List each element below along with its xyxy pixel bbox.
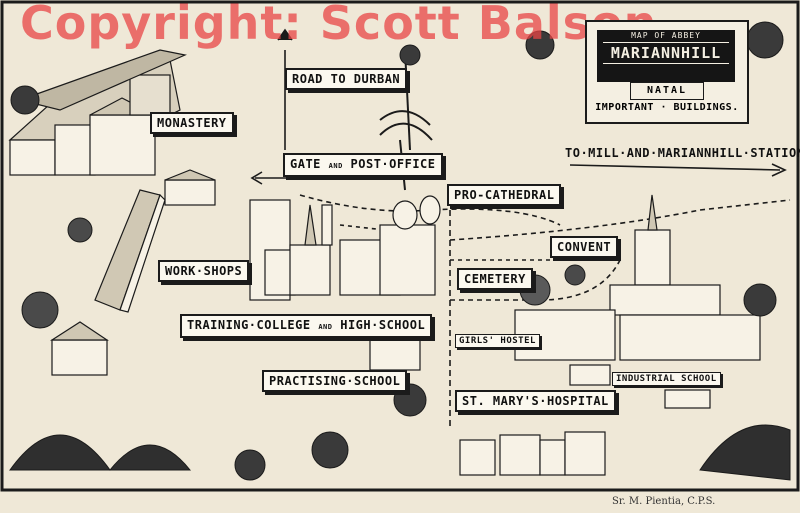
title-region: NATAL xyxy=(630,82,704,100)
label-training-and: AND xyxy=(318,323,333,331)
monastery-buildings xyxy=(8,49,216,206)
vegetation xyxy=(9,21,791,481)
label-girls-hostel: GIRLS' HOSTEL xyxy=(455,334,540,348)
label-and: AND xyxy=(328,162,343,170)
dashed-path-east xyxy=(449,199,791,241)
mill-road xyxy=(569,164,781,171)
title-banner: MAP OF ABBEY MARIANNHILL xyxy=(597,30,735,82)
mill-road-arrow xyxy=(771,163,787,177)
workshops-building xyxy=(94,189,166,313)
training-college-buildings xyxy=(249,195,441,301)
lower-left-house xyxy=(49,321,109,376)
gate-road-arrow xyxy=(250,171,263,185)
label-practising-school: PRACTISING·SCHOOL xyxy=(262,370,408,392)
title-main: MARIANNHILL xyxy=(603,42,729,64)
road-to-durban-arrow xyxy=(277,28,293,41)
label-post-office: POST·OFFICE xyxy=(350,157,436,171)
label-convent: CONVENT xyxy=(550,236,619,258)
label-industrial-school: INDUSTRIAL SCHOOL xyxy=(612,372,721,386)
label-pro-cathedral: PRO-CATHEDRAL xyxy=(447,184,562,206)
label-high-school: HIGH·SCHOOL xyxy=(340,318,426,332)
label-gate: GATE xyxy=(290,157,321,171)
hospital-buildings xyxy=(459,431,606,476)
copyright-watermark: Copyright: Scott Balson xyxy=(20,0,658,50)
title-cartouche: MAP OF ABBEY MARIANNHILL NATAL IMPORTANT… xyxy=(585,20,749,124)
label-cemetery: CEMETERY xyxy=(457,268,533,290)
title-small: MAP OF ABBEY xyxy=(631,31,701,40)
label-st-marys-hospital: ST. MARY'S·HOSPITAL xyxy=(455,390,616,412)
label-training-college: TRAINING·COLLEGE AND HIGH·SCHOOL xyxy=(180,314,433,338)
label-monastery: MONASTERY xyxy=(150,112,234,134)
label-training-college-text: TRAINING·COLLEGE xyxy=(187,318,311,332)
label-road-to-durban: ROAD TO DURBAN xyxy=(285,68,408,90)
title-subtitle: IMPORTANT · BUILDINGS. xyxy=(595,102,739,113)
label-gate-post-office: GATE AND POST·OFFICE xyxy=(283,153,443,177)
artist-credit: Sr. M. Pientia, C.P.S. xyxy=(612,496,716,507)
label-workshops: WORK·SHOPS xyxy=(158,260,250,282)
convent-buildings xyxy=(514,194,761,409)
label-to-mill: TO·MILL·AND·MARIANNHILL·STATION xyxy=(565,146,800,160)
